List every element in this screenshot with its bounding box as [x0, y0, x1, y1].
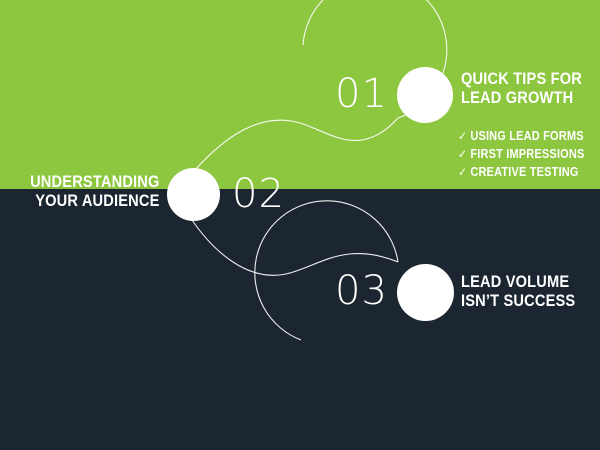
step-3-heading-line-2: ISN’T SUCCESS: [461, 291, 576, 311]
step-2-heading-line-2: YOUR AUDIENCE: [35, 191, 160, 211]
step-1-heading: QUICK TIPS FOR LEAD GROWTH: [461, 69, 582, 107]
list-item[interactable]: ✓ USING LEAD FORMS: [458, 128, 585, 146]
node-dot-step-1[interactable]: [397, 67, 453, 123]
check-icon: ✓: [458, 129, 468, 143]
step-1-bullet-list: ✓ USING LEAD FORMS ✓ FIRST IMPRESSIONS ✓…: [458, 128, 585, 181]
node-dot-step-3[interactable]: [397, 264, 454, 321]
dark-background-band: [0, 189, 600, 450]
check-icon: ✓: [458, 146, 468, 161]
step-2-heading-line-1: UNDERSTANDING: [30, 172, 160, 191]
step-3-heading-line-1: LEAD VOLUME: [461, 272, 570, 291]
list-item[interactable]: ✓ FIRST IMPRESSIONS: [458, 146, 585, 164]
step-number-2: 02: [232, 171, 285, 217]
bullet-label: USING LEAD FORMS: [470, 129, 584, 143]
step-2-heading: UNDERSTANDING YOUR AUDIENCE: [31, 172, 160, 210]
step-number-3: 03: [335, 268, 388, 314]
node-dot-step-2[interactable]: [167, 168, 220, 221]
bullet-label: CREATIVE TESTING: [470, 164, 579, 179]
check-icon: ✓: [458, 164, 468, 179]
step-number-1: 01: [335, 71, 388, 117]
step-1-heading-line-2: LEAD GROWTH: [461, 88, 574, 108]
step-3-heading: LEAD VOLUME ISN’T SUCCESS: [461, 272, 575, 310]
bullet-label: FIRST IMPRESSIONS: [470, 146, 585, 161]
list-item[interactable]: ✓ CREATIVE TESTING: [458, 164, 585, 182]
step-1-heading-line-1: QUICK TIPS FOR: [461, 69, 583, 88]
